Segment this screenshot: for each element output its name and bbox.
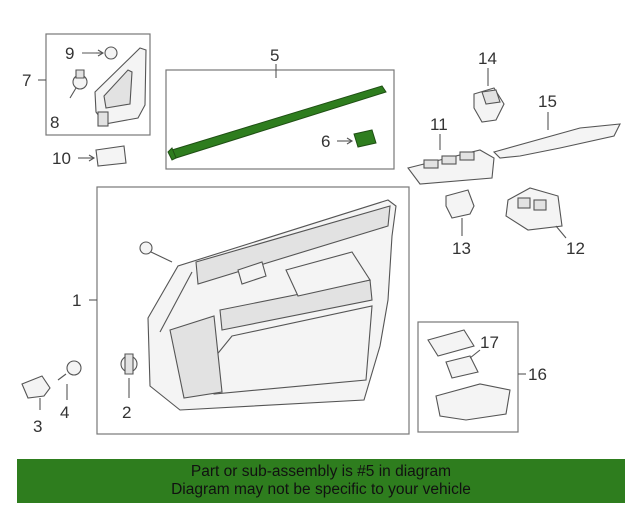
- door-trim-panel-part-1[interactable]: [147, 199, 397, 411]
- banner-line-1: Part or sub-assembly is #5 in diagram: [190, 463, 452, 480]
- switch-knob-part-14[interactable]: [473, 87, 505, 123]
- callout-15: 15: [538, 92, 557, 111]
- callout-10: 10: [52, 149, 71, 168]
- screw-part-2-upper[interactable]: [139, 241, 173, 263]
- callout-1: 1: [72, 291, 81, 310]
- callout-11: 11: [430, 115, 448, 134]
- callout-16: 16: [528, 365, 547, 384]
- callout-3: 3: [33, 417, 42, 436]
- cover-part-3[interactable]: [21, 375, 51, 399]
- handle-part-16-upper[interactable]: [427, 329, 475, 357]
- banner-line-2: Diagram may not be specific to your vehi…: [171, 481, 471, 498]
- part-7-box: [45, 33, 151, 136]
- callout-12: 12: [566, 239, 585, 258]
- screw-part-4[interactable]: [57, 360, 82, 381]
- callout-14: 14: [478, 49, 497, 68]
- callout-17: 17: [480, 333, 499, 352]
- callout-6: 6: [321, 132, 330, 151]
- parts-diagram: 9 7 8 10 5 6 14 15 11 13: [21, 33, 621, 436]
- master-switch-part-12[interactable]: [505, 187, 563, 231]
- part-16-box: [417, 321, 519, 433]
- handle-part-16-lower[interactable]: [435, 383, 511, 421]
- callout-2: 2: [122, 403, 131, 422]
- clip-part-6[interactable]: [353, 129, 377, 148]
- switch-part-13[interactable]: [445, 189, 475, 219]
- mirror-bracket-part-7[interactable]: [94, 47, 147, 127]
- clip-part-2[interactable]: [120, 353, 138, 375]
- switch-bezel-part-11[interactable]: [407, 149, 495, 185]
- info-banner: Part or sub-assembly is #5 in diagram Di…: [17, 459, 625, 503]
- callout-7: 7: [22, 71, 31, 90]
- part-1-box: [96, 186, 410, 435]
- belt-moulding-part-5[interactable]: [167, 85, 387, 161]
- armrest-trim-part-15[interactable]: [492, 123, 621, 159]
- callout-4: 4: [60, 403, 69, 422]
- callout-13: 13: [452, 239, 471, 258]
- part-5-box: [165, 69, 395, 170]
- handle-part-17[interactable]: [445, 355, 479, 379]
- clip-part-8[interactable]: [72, 69, 88, 90]
- pad-part-10[interactable]: [95, 145, 127, 167]
- callout-8: 8: [50, 113, 59, 132]
- callout-9: 9: [65, 44, 74, 63]
- callout-5: 5: [270, 46, 279, 65]
